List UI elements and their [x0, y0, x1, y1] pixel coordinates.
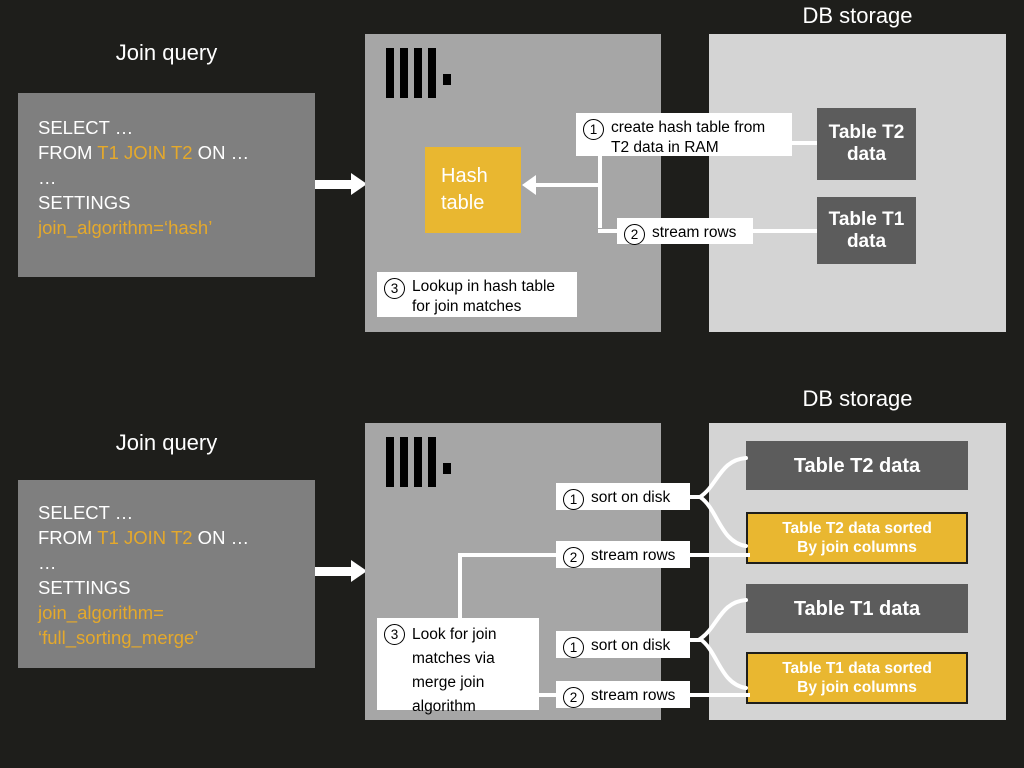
table-box-t2-label: Table T2 data	[793, 454, 921, 477]
heading-db-storage-hash: DB storage	[802, 3, 913, 28]
connector-stream-t1-right-merge	[690, 693, 750, 697]
table-box-t2-hash: Table T2 data	[817, 108, 916, 180]
callout-stream-rows-t1: 2 stream rows	[556, 681, 690, 708]
storage-panel-hash	[709, 34, 1006, 332]
table-box-t2-merge: Table T2 data	[746, 441, 968, 490]
query-algorithm-line1-merge: join_algorithm=	[38, 602, 164, 623]
step-badge: 1	[563, 637, 584, 658]
hash-table-label-line2: table	[441, 192, 485, 214]
table-box-t1-hash: Table T1 data	[817, 197, 916, 264]
step-badge: 2	[563, 547, 584, 568]
query-from-line-hash: FROM T1 JOIN T2 ON …	[38, 140, 295, 165]
query-from-tables-hash: T1 JOIN T2	[97, 142, 193, 163]
heading-db-storage-merge: DB storage	[802, 386, 913, 411]
table-box-t1-label: Table T1 data	[793, 597, 921, 620]
callout-step1-hash: 1 create hash table from T2 data in RAM	[576, 113, 792, 156]
connector-step2-left-stub-hash	[598, 229, 620, 233]
callout-step1-text-hash: create hash table from T2 data in RAM	[611, 119, 766, 156]
flow-arrow-shaft-hash	[315, 180, 351, 189]
connector-stream-t2-right-merge	[690, 553, 750, 557]
callout-step3-text-hash: Lookup in hash table for join matches	[412, 278, 556, 315]
connector-into-hash-table	[536, 183, 602, 187]
query-from-line-merge: FROM T1 JOIN T2 ON …	[38, 525, 295, 550]
query-box-merge: SELECT … FROM T1 JOIN T2 ON … … SETTINGS…	[18, 480, 315, 668]
table-box-t1-merge: Table T1 data	[746, 584, 968, 633]
query-from-prefix-merge: FROM	[38, 527, 98, 548]
clickhouse-logo-bar	[400, 48, 408, 98]
heading-join-query-merge: Join query	[115, 430, 218, 455]
connector-stream-t2-left-merge	[458, 553, 564, 557]
clickhouse-logo-dot	[443, 463, 451, 474]
clickhouse-logo-bar	[386, 437, 394, 487]
callout-stream-rows-t2-text: stream rows	[591, 547, 676, 564]
table-box-t2-sorted-line2: By join columns	[797, 539, 917, 556]
callout-stream-rows-t1-text: stream rows	[591, 687, 676, 704]
hash-table-inbound-arrowhead	[522, 175, 536, 195]
step-badge: 1	[583, 119, 604, 140]
brace-connector-t2-merge	[696, 456, 748, 548]
query-from-tables-merge: T1 JOIN T2	[97, 527, 193, 548]
brace-connector-t1-merge	[696, 598, 748, 690]
step-badge: 2	[624, 224, 645, 245]
table-box-t1-line2: data	[846, 230, 887, 252]
query-box-hash: SELECT … FROM T1 JOIN T2 ON … … SETTINGS…	[18, 93, 315, 277]
query-settings-line-merge: SETTINGS	[38, 577, 131, 598]
callout-stream-rows-t2: 2 stream rows	[556, 541, 690, 568]
query-select-line-hash: SELECT …	[38, 117, 134, 138]
callout-step2-text-hash: stream rows	[652, 224, 737, 241]
table-box-t1-line1: Table T1	[828, 208, 905, 230]
table-box-t1-sorted-line2: By join columns	[797, 679, 917, 696]
callout-step3-text-merge: Look for join matches via merge join alg…	[412, 626, 497, 715]
query-algorithm-line2-merge: ‘full_sorting_merge’	[38, 627, 199, 648]
callout-sort-on-disk-t2: 1 sort on disk	[556, 483, 690, 510]
clickhouse-logo-bar	[414, 437, 422, 487]
flow-arrow-head-hash	[351, 173, 367, 195]
flow-arrow-shaft-merge	[315, 567, 351, 576]
query-algorithm-line-hash: join_algorithm=‘hash’	[38, 217, 213, 238]
table-box-t2-sorted-line1: Table T2 data sorted	[782, 520, 932, 537]
callout-sort-on-disk-t1-text: sort on disk	[591, 637, 671, 654]
query-ellipsis-line-merge: …	[38, 552, 58, 573]
table-box-t2-line1: Table T2	[828, 122, 905, 143]
query-from-suffix-merge: ON …	[192, 527, 250, 548]
clickhouse-logo-bar	[414, 48, 422, 98]
table-box-t2-sorted-merge: Table T2 data sorted By join columns	[746, 512, 968, 564]
clickhouse-logo-merge	[386, 437, 466, 487]
table-box-t2-line2: data	[846, 144, 887, 165]
clickhouse-logo-bar	[428, 48, 436, 98]
query-ellipsis-line-hash: …	[38, 167, 58, 188]
clickhouse-logo-dot	[443, 74, 451, 85]
query-settings-line-hash: SETTINGS	[38, 192, 131, 213]
step-badge: 3	[384, 624, 405, 645]
hash-table-label-line1: Hash	[441, 165, 488, 187]
heading-join-query-hash: Join query	[115, 40, 218, 65]
query-from-prefix-hash: FROM	[38, 142, 98, 163]
callout-sort-on-disk-t1: 1 sort on disk	[556, 631, 690, 658]
flow-arrow-head-merge	[351, 560, 367, 582]
connector-stream-t1-left-merge	[534, 693, 570, 697]
connector-step2-horizontal-hash	[752, 229, 817, 233]
clickhouse-logo-bar	[386, 48, 394, 98]
callout-step3-merge: 3 Look for join matches via merge join a…	[377, 618, 539, 715]
table-box-t1-sorted-line1: Table T1 data sorted	[782, 660, 932, 677]
query-select-line-merge: SELECT …	[38, 502, 134, 523]
callout-sort-on-disk-t2-text: sort on disk	[591, 489, 671, 506]
step-badge: 2	[563, 687, 584, 708]
callout-step3-hash: 3 Lookup in hash table for join matches	[377, 272, 577, 317]
hash-table-box: Hash table	[425, 147, 521, 233]
step-badge: 1	[563, 489, 584, 510]
table-box-t1-sorted-merge: Table T1 data sorted By join columns	[746, 652, 968, 704]
connector-stream-t2-vertical-merge	[458, 553, 462, 621]
callout-step2-hash: 2 stream rows	[617, 218, 753, 245]
clickhouse-logo-bar	[428, 437, 436, 487]
clickhouse-logo-hash	[386, 48, 466, 98]
step-badge: 3	[384, 278, 405, 299]
clickhouse-logo-bar	[400, 437, 408, 487]
query-from-suffix-hash: ON …	[192, 142, 250, 163]
